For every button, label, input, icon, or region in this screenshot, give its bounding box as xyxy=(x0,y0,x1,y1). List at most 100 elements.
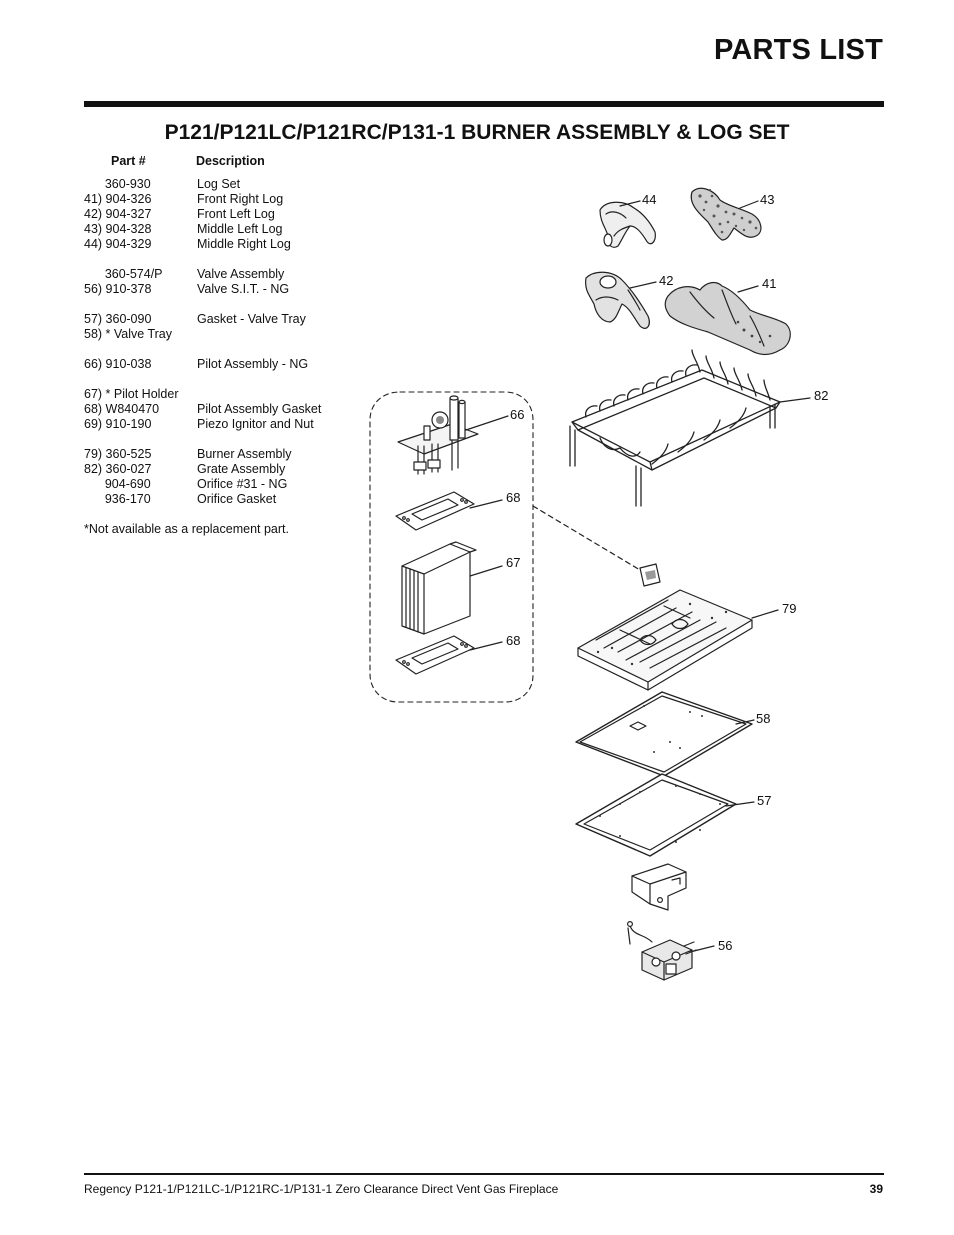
parts-list-row: 68) W840470 Pilot Assembly Gasket xyxy=(84,402,364,417)
valve-bracket-illustration xyxy=(631,863,687,911)
part-number: 58) * Valve Tray xyxy=(84,327,173,341)
grate-illustration xyxy=(569,349,781,507)
callout-43: 43 xyxy=(760,192,774,207)
part-number: 360-574/P xyxy=(84,267,163,281)
parts-list-row: 44) 904-329 Middle Right Log xyxy=(84,237,364,252)
part-description: Grate Assembly xyxy=(197,462,286,476)
part-description: Piezo Ignitor and Nut xyxy=(197,417,314,431)
leader-44 xyxy=(619,200,641,207)
leader-56 xyxy=(689,945,715,953)
parts-list-row: 57) 360-090 Gasket - Valve Tray xyxy=(84,312,364,327)
part-number: 43) 904-328 xyxy=(84,222,152,236)
parts-list-row: 904-690 Orifice #31 - NG xyxy=(84,477,364,492)
log-44-illustration xyxy=(599,201,656,248)
part-number: 936-170 xyxy=(84,492,151,506)
leader-58 xyxy=(735,719,755,725)
part-description: Burner Assembly xyxy=(197,447,292,461)
leader-57 xyxy=(725,801,755,807)
log-43-illustration xyxy=(690,187,762,241)
part-number: 69) 910-190 xyxy=(84,417,152,431)
valve-tray-illustration xyxy=(575,691,753,777)
parts-list-row: 42) 904-327 Front Left Log xyxy=(84,207,364,222)
leader-41 xyxy=(737,285,759,293)
pilot-assembly-illustration xyxy=(397,395,479,475)
pilot-gasket-lower-illustration xyxy=(395,635,475,675)
callout-68-lower: 68 xyxy=(506,633,520,648)
part-number: 904-690 xyxy=(84,477,151,491)
callout-67: 67 xyxy=(506,555,520,570)
leader-67 xyxy=(469,565,503,577)
part-number: 56) 910-378 xyxy=(84,282,152,296)
gas-valve-illustration xyxy=(626,920,697,981)
part-description: Middle Left Log xyxy=(197,222,283,236)
parts-list-row: 69) 910-190 Piezo Ignitor and Nut xyxy=(84,417,364,432)
log-42-illustration xyxy=(585,271,650,329)
part-number: 41) 904-326 xyxy=(84,192,152,206)
part-number: 82) 360-027 xyxy=(84,462,152,476)
footer-text: Regency P121-1/P121LC-1/P121RC-1/P131-1 … xyxy=(84,1182,559,1196)
leader-43 xyxy=(739,200,759,209)
part-description: Orifice #31 - NG xyxy=(197,477,288,491)
pilot-gasket-upper-illustration xyxy=(395,491,475,531)
part-number: 360-930 xyxy=(84,177,151,191)
parts-list: 360-930 Log Set 41) 904-326 Front Right Log… xyxy=(84,177,364,507)
callout-42: 42 xyxy=(659,273,673,288)
part-description: Gasket - Valve Tray xyxy=(197,312,306,326)
parts-list-row: 41) 904-326 Front Right Log xyxy=(84,192,364,207)
leader-66 xyxy=(465,415,509,431)
part-description: Pilot Assembly - NG xyxy=(197,357,309,371)
parts-list-row: 56) 910-378 Valve S.I.T. - NG xyxy=(84,282,364,297)
parts-list-row: 66) 910-038 Pilot Assembly - NG xyxy=(84,357,364,372)
burner-assembly-illustration xyxy=(577,589,753,691)
leader-79 xyxy=(751,609,779,619)
part-description: Front Right Log xyxy=(197,192,284,206)
part-description: Valve Assembly xyxy=(197,267,285,281)
bottom-divider xyxy=(84,1173,884,1175)
parts-list-row: 67) * Pilot Holder xyxy=(84,387,364,402)
callout-41: 41 xyxy=(762,276,776,291)
parts-list-row: 58) * Valve Tray xyxy=(84,327,364,342)
parts-list-row: 360-930 Log Set xyxy=(84,177,364,192)
log-41-illustration xyxy=(664,281,791,356)
valve-tray-gasket-illustration xyxy=(575,773,737,857)
part-number-header: Part # xyxy=(111,154,146,168)
callout-79: 79 xyxy=(782,601,796,616)
leader-68-upper xyxy=(469,499,503,509)
part-description: Middle Right Log xyxy=(197,237,291,251)
part-number: 79) 360-525 xyxy=(84,447,152,461)
callout-56: 56 xyxy=(718,938,732,953)
pilot-group-outline xyxy=(369,391,534,703)
part-number: 67) * Pilot Holder xyxy=(84,387,179,401)
parts-list-row: 79) 360-525 Burner Assembly xyxy=(84,447,364,462)
page-number: 39 xyxy=(869,1182,883,1196)
top-divider xyxy=(84,101,884,107)
page-title: PARTS LIST xyxy=(713,34,883,66)
part-number: 66) 910-038 xyxy=(84,357,152,371)
part-number: 57) 360-090 xyxy=(84,312,152,326)
part-description: Log Set xyxy=(197,177,241,191)
part-number: 44) 904-329 xyxy=(84,237,152,251)
pilot-holder-illustration xyxy=(401,541,477,635)
callout-66: 66 xyxy=(510,407,524,422)
part-description: Orifice Gasket xyxy=(197,492,277,506)
footnote: *Not available as a replacement part. xyxy=(84,522,289,536)
part-number: 42) 904-327 xyxy=(84,207,152,221)
parts-list-row: 936-170 Orifice Gasket xyxy=(84,492,364,507)
description-header: Description xyxy=(196,154,265,168)
parts-list-row: 43) 904-328 Middle Left Log xyxy=(84,222,364,237)
part-description: Valve S.I.T. - NG xyxy=(197,282,290,296)
part-description: Front Left Log xyxy=(197,207,275,221)
small-bracket-illustration xyxy=(639,563,661,587)
callout-68-upper: 68 xyxy=(506,490,520,505)
leader-82 xyxy=(779,397,811,403)
parts-list-row: 82) 360-027 Grate Assembly xyxy=(84,462,364,477)
section-title: P121/P121LC/P121RC/P131-1 BURNER ASSEMBL… xyxy=(164,121,790,144)
callout-58: 58 xyxy=(756,711,770,726)
callout-44: 44 xyxy=(642,192,656,207)
callout-82: 82 xyxy=(814,388,828,403)
part-number: 68) W840470 xyxy=(84,402,160,416)
callout-57: 57 xyxy=(757,793,771,808)
parts-list-row: 360-574/P Valve Assembly xyxy=(84,267,364,282)
pilot-dashed-leader xyxy=(532,505,641,571)
part-description: Pilot Assembly Gasket xyxy=(197,402,322,416)
